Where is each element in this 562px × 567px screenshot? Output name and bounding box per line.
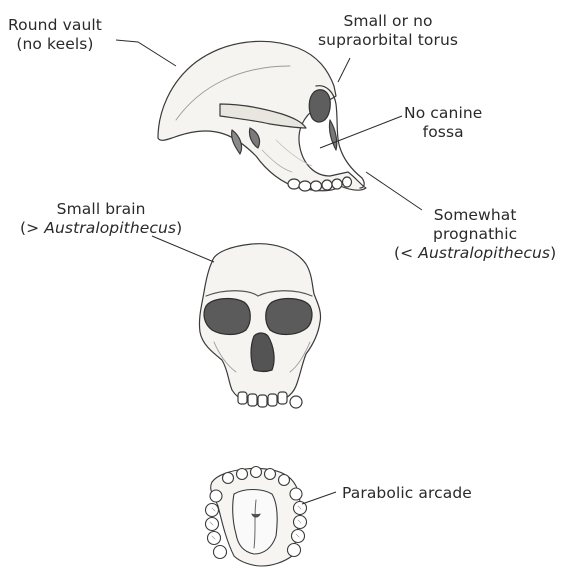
small-torus-line1: Small or no (318, 12, 458, 31)
annotation-small-brain: Small brain (> Australopithecus) (20, 200, 182, 238)
dental-arcade-view (206, 467, 307, 567)
small-brain-line2-suffix: ) (176, 219, 182, 237)
prognathic-line3-genus: Australopithecus (418, 244, 550, 262)
annotation-canine-fossa: No canine fossa (404, 104, 482, 142)
annotation-parabolic-arcade: Parabolic arcade (342, 484, 472, 503)
small-brain-line2-genus: Australopithecus (44, 219, 176, 237)
small-brain-line2-prefix: (> (20, 219, 44, 237)
prognathic-line1: Somewhat (394, 206, 556, 225)
canine-fossa-line1: No canine (404, 104, 482, 123)
leader-arcade (302, 492, 336, 504)
skull-frontal-orbit-right (266, 299, 312, 335)
small-brain-line2: (> Australopithecus) (20, 219, 182, 238)
annotation-prognathic: Somewhat prognathic (< Australopithecus) (394, 206, 556, 263)
small-brain-line1: Small brain (20, 200, 182, 219)
annotation-supraorbital-torus: Small or no supraorbital torus (318, 12, 458, 50)
leader-small-brain (152, 236, 214, 262)
skull-lateral-nasal (329, 120, 336, 150)
leader-round-vault (116, 40, 176, 66)
small-torus-line2: supraorbital torus (318, 31, 458, 50)
leader-small-torus (338, 58, 350, 82)
prognathic-line3-suffix: ) (550, 244, 556, 262)
annotation-round-vault: Round vault (no keels) (8, 16, 102, 54)
round-vault-line2: (no keels) (8, 35, 102, 54)
round-vault-line1: Round vault (8, 16, 102, 35)
skull-frontal-view (199, 244, 320, 408)
prognathic-line2: prognathic (394, 225, 556, 244)
canine-fossa-line2: fossa (404, 123, 482, 142)
skull-lateral-orbit (309, 90, 330, 122)
prognathic-line3: (< Australopithecus) (394, 244, 556, 263)
prognathic-line3-prefix: (< (394, 244, 418, 262)
leader-prognathic (366, 172, 422, 210)
arcade-line1: Parabolic arcade (342, 484, 472, 503)
skull-frontal-orbit-left (204, 299, 250, 335)
skull-lateral-view (158, 41, 366, 191)
